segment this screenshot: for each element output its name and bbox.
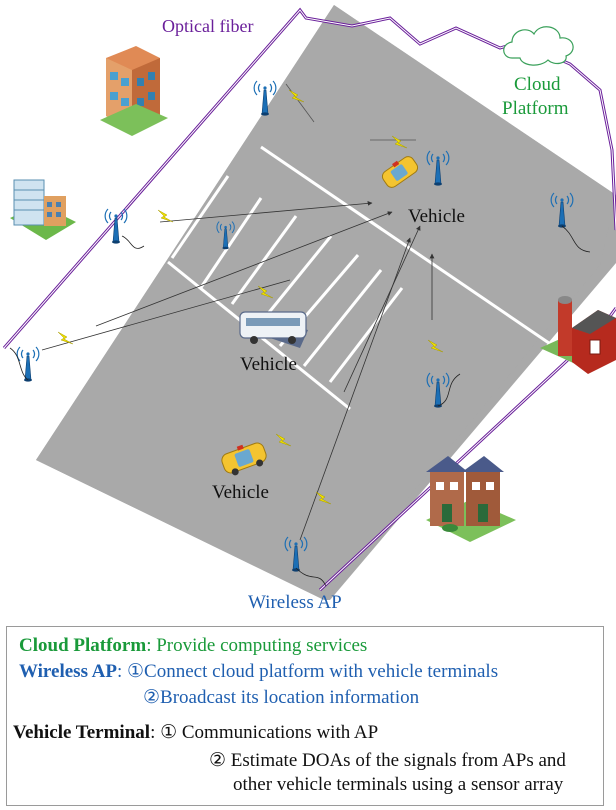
building-icon (100, 46, 168, 136)
cloud-icon (503, 26, 574, 66)
legend-ap-row: Wireless AP: ①Connect cloud platform wit… (19, 660, 498, 683)
legend-box: Cloud Platform: Provide computing servic… (6, 626, 604, 806)
vehicle-label-bus: Vehicle (240, 354, 297, 375)
network-diagram (2, 5, 616, 600)
legend-vt-title: Vehicle Terminal (13, 722, 151, 743)
cloud-platform-label-line2: Platform (502, 98, 569, 119)
legend-vt-item2a: ② Estimate DOAs of the signals from APs … (209, 750, 566, 771)
bus-icon (239, 311, 308, 348)
vehicle-label-top: Vehicle (408, 206, 465, 227)
barn-icon (540, 296, 616, 374)
legend-ap-item1: : ①Connect cloud platform with vehicle t… (117, 661, 499, 682)
legend-ap-item2: ②Broadcast its location information (143, 687, 420, 708)
cloud-platform-label-line1: Cloud (514, 74, 561, 95)
legend-vt-item1: : ① Communications with AP (150, 722, 379, 743)
optical-fiber-label: Optical fiber (162, 16, 254, 36)
legend-ap-title: Wireless AP (19, 661, 117, 682)
legend-vt-item2b: other vehicle terminals using a sensor a… (233, 774, 564, 795)
legend-cloud-row: Cloud Platform: Provide computing servic… (19, 635, 367, 657)
vehicle-label-bottom: Vehicle (212, 482, 269, 503)
signal-arrows (41, 200, 435, 541)
legend-vt-row: Vehicle Terminal: ① Communications with … (13, 721, 378, 744)
houses-icon (426, 456, 516, 542)
legend-cloud-title: Cloud Platform (19, 635, 147, 656)
legend-cloud-desc: : Provide computing services (146, 635, 368, 656)
taxi-icon (381, 156, 419, 188)
wireless-ap-label: Wireless AP (248, 592, 342, 613)
office-tower-icon (10, 179, 76, 240)
taxi-icon (221, 442, 267, 476)
